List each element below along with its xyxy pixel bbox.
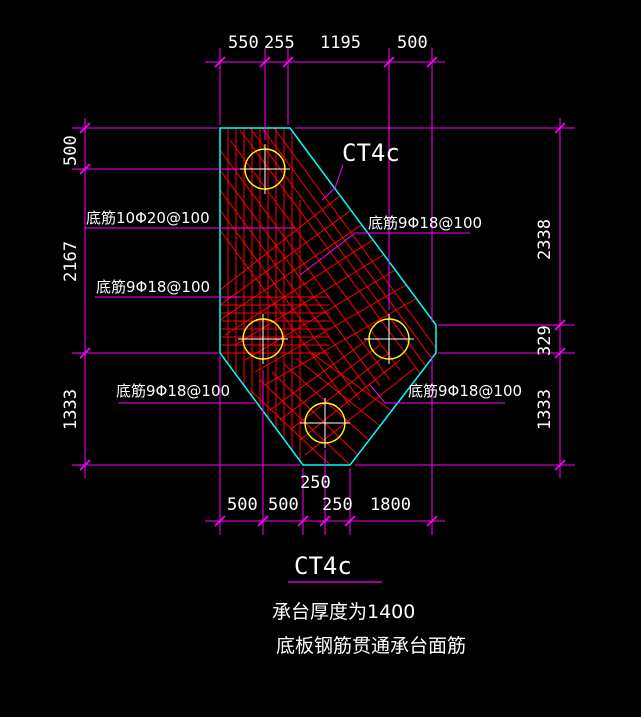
dim-bottom-4: 1800 [370, 495, 411, 515]
rebar-hatch [220, 128, 436, 465]
pile-cap-outline [219, 127, 437, 466]
pile-4 [300, 398, 350, 448]
dim-left-2: 2167 [61, 241, 81, 282]
dim-bottom-extra: 250 [300, 473, 331, 493]
dim-right-1: 2338 [535, 219, 555, 260]
bottom-dimension-labels: 250 500 500 250 1800 [227, 473, 411, 515]
rebar-note-e: 底筋9Φ18@100 [408, 382, 522, 400]
dim-left-1: 500 [61, 135, 81, 166]
rebar-note-d: 底筋9Φ18@100 [116, 382, 230, 400]
rebar-labels: 底筋10Φ20@100 底筋9Φ18@100 底筋9Φ18@100 底筋9Φ18… [86, 209, 522, 400]
piles [238, 144, 414, 448]
note-line-1: 承台厚度为1400 [272, 601, 415, 623]
dim-bottom-2: 500 [268, 495, 299, 515]
plan-label: CT4c [342, 139, 400, 167]
dim-left-3: 1333 [61, 389, 81, 430]
pile-1 [240, 144, 290, 194]
rebar-note-c: 底筋9Φ18@100 [368, 214, 482, 232]
dim-top-3: 1195 [320, 33, 361, 53]
top-dimension-labels: 550 255 1195 500 [228, 33, 428, 53]
dimension-lines [72, 48, 575, 535]
dim-top-2: 255 [264, 33, 295, 53]
dim-bottom-3: 250 [322, 495, 353, 515]
pile-3 [364, 314, 414, 364]
dim-right-2: 329 [535, 325, 555, 356]
dim-bottom-1: 500 [227, 495, 258, 515]
dim-top-4: 500 [397, 33, 428, 53]
rebar-note-a: 底筋10Φ20@100 [86, 209, 210, 227]
pile-2 [238, 314, 288, 364]
dim-top-1: 550 [228, 33, 259, 53]
rebar-diagonal-b [220, 179, 436, 386]
dim-right-3: 1333 [535, 389, 555, 430]
drawing-title: CT4c [294, 552, 352, 580]
left-dimension-labels: 500 2167 1333 [61, 135, 81, 430]
rebar-note-b: 底筋9Φ18@100 [96, 278, 210, 296]
right-dimension-labels: 2338 329 1333 [535, 219, 555, 430]
leader-lines [85, 164, 505, 404]
note-line-2: 底板钢筋贯通承台面筋 [276, 635, 466, 657]
